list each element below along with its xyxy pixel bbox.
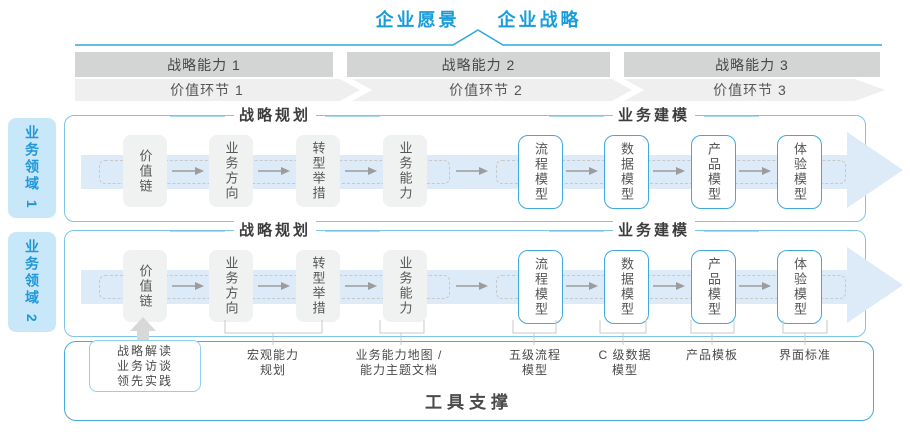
box-experience-model: 体验模型 — [777, 250, 822, 324]
box-label: 价值链 — [137, 263, 153, 309]
box-label: 体验模型 — [792, 257, 807, 317]
practice-line-1: 战略解读 — [116, 343, 173, 358]
modeling-header-label: 业务建模 — [612, 221, 696, 241]
header-line-right — [325, 115, 381, 117]
header-line-right — [704, 230, 760, 232]
flow-arrow-icon — [739, 167, 771, 175]
dashed-track-planning — [99, 275, 450, 299]
flow-arrow-icon — [456, 167, 488, 175]
planning-header-label: 战略规划 — [233, 221, 317, 241]
flow-arrow-icon — [172, 282, 204, 290]
domain-1-tab-label: 业务领域 1 — [24, 125, 40, 211]
practice-box: 战略解读 业务访谈 领先实践 — [89, 340, 201, 392]
sidebar-tab-domain-1: 业务领域 1 — [8, 118, 56, 218]
box-label: 业务能力 — [397, 141, 413, 201]
flow-arrow-icon — [172, 167, 204, 175]
box-product-model: 产品模型 — [691, 250, 736, 324]
box-product-model: 产品模型 — [691, 135, 736, 209]
value-link-3-label: 价值环节 3 — [713, 82, 787, 98]
domain-1-container: 战略规划 业务建模 价值链 业务方向 转型举措 业务能力 流程模型 数据模型 产… — [64, 106, 903, 222]
box-experience-model: 体验模型 — [777, 135, 822, 209]
flow-arrow-icon — [739, 282, 771, 290]
planning-header-label: 战略规划 — [233, 106, 317, 126]
capability-bar-3: 战略能力 3 — [624, 52, 880, 77]
box-label: 业务方向 — [223, 141, 239, 201]
box-process-model: 流程模型 — [518, 250, 563, 324]
flow-arrow-icon — [258, 167, 290, 175]
practice-line-3: 领先实践 — [116, 373, 173, 388]
annotation-capability-map: 业务能力地图 / 能力主题文档 — [355, 348, 443, 377]
box-data-model: 数据模型 — [604, 250, 649, 324]
box-value-chain: 价值链 — [123, 135, 167, 207]
capability-bar-1-label: 战略能力 1 — [167, 56, 241, 73]
annotation-product-template: 产品模板 — [685, 348, 739, 362]
flow-arrow-icon — [653, 167, 685, 175]
domain-2-container: 战略规划 业务建模 价值链 业务方向 转型举措 业务能力 流程模型 数据模型 产… — [64, 221, 903, 337]
flow-arrow-icon — [345, 167, 377, 175]
box-label: 体验模型 — [792, 142, 807, 202]
annotation-process-model: 五级流程 模型 — [508, 348, 562, 377]
domain-1-planning-header: 战略规划 — [169, 106, 381, 126]
box-process-model: 流程模型 — [518, 135, 563, 209]
annotation-ui-standard: 界面标准 — [778, 348, 832, 362]
value-link-2-label: 价值环节 2 — [449, 82, 523, 98]
box-business-direction: 业务方向 — [209, 250, 253, 322]
box-label: 流程模型 — [533, 257, 548, 317]
box-label: 转型举措 — [310, 256, 326, 316]
capability-bar-1: 战略能力 1 — [75, 52, 333, 77]
box-label: 转型举措 — [310, 141, 326, 201]
tool-support-label: 工具支撑 — [425, 393, 513, 412]
header-line-right — [325, 230, 381, 232]
box-transformation-initiatives: 转型举措 — [296, 250, 340, 322]
capability-bar-2-label: 战略能力 2 — [441, 56, 516, 73]
box-value-chain: 价值链 — [123, 250, 167, 322]
capability-bar-2: 战略能力 2 — [347, 52, 610, 77]
vision-title: 企业愿景 — [375, 10, 460, 30]
header-line-left — [548, 115, 604, 117]
domain-2-tab-label: 业务领域 2 — [24, 239, 40, 325]
capability-bar-3-label: 战略能力 3 — [715, 56, 789, 73]
domain-2-modeling-header: 业务建模 — [548, 221, 760, 241]
top-title-row: 企业愿景 企业战略 — [75, 6, 882, 32]
practice-line-2: 业务访谈 — [116, 358, 173, 373]
box-label: 数据模型 — [619, 142, 634, 202]
box-label: 数据模型 — [619, 257, 634, 317]
annotation-data-model: C 级数据 模型 — [598, 348, 652, 377]
header-line-left — [548, 230, 604, 232]
flow-arrow-icon — [566, 282, 598, 290]
header-line-right — [704, 115, 760, 117]
flow-arrow-icon — [258, 282, 290, 290]
dashed-track-planning — [99, 160, 450, 184]
box-label: 产品模型 — [706, 142, 721, 202]
domain-2-planning-header: 战略规划 — [169, 221, 381, 241]
box-business-direction: 业务方向 — [209, 135, 253, 207]
annotation-macro-capability: 宏观能力 规划 — [246, 348, 300, 377]
dashed-track-modeling — [496, 275, 846, 299]
box-label: 价值链 — [137, 148, 153, 194]
header-line-left — [169, 115, 225, 117]
box-label: 业务能力 — [397, 256, 413, 316]
box-transformation-initiatives: 转型举措 — [296, 135, 340, 207]
flow-arrow-icon — [456, 282, 488, 290]
box-business-capability: 业务能力 — [383, 250, 427, 322]
box-label: 产品模型 — [706, 257, 721, 317]
box-business-capability: 业务能力 — [383, 135, 427, 207]
dashed-track-modeling — [496, 160, 846, 184]
value-link-1-label: 价值环节 1 — [170, 82, 244, 98]
box-label: 流程模型 — [533, 142, 548, 202]
tool-support-container: 工具支撑 — [64, 341, 874, 421]
box-data-model: 数据模型 — [604, 135, 649, 209]
strategy-title: 企业战略 — [497, 10, 582, 30]
domain-1-modeling-header: 业务建模 — [548, 106, 760, 126]
header-line-left — [169, 230, 225, 232]
flow-arrow-icon — [566, 167, 598, 175]
sidebar-tab-domain-2: 业务领域 2 — [8, 232, 56, 332]
flow-arrow-icon — [345, 282, 377, 290]
modeling-header-label: 业务建模 — [612, 106, 696, 126]
box-label: 业务方向 — [223, 256, 239, 316]
flow-arrow-icon — [653, 282, 685, 290]
